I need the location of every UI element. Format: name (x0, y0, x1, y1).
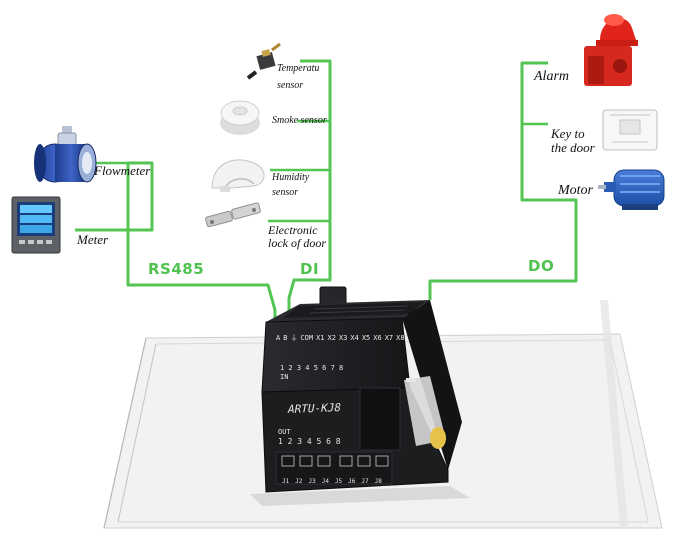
smoke-sensor-icon (220, 100, 260, 135)
di-wire (287, 59, 332, 322)
terminal-label: COM (300, 334, 314, 342)
terminal-label: X8 (396, 334, 405, 342)
out-label: OUT (278, 428, 291, 436)
terminal-label: J6 (348, 478, 356, 485)
humidity-sensor-icon (211, 159, 265, 192)
alarm-icon (584, 14, 638, 86)
meter-label: Meter (77, 232, 109, 247)
bottom-terminal-labels: J1 J2 J3 J4 J5 J6 J7 J8 (282, 478, 388, 485)
meter-icon (11, 196, 61, 254)
door-key-label: Key to the door (551, 126, 595, 155)
electronic-lock-icon (205, 202, 261, 228)
motor-icon (598, 169, 665, 210)
flowmeter-label: Flowmeter (94, 163, 151, 178)
rs485-group-label: RS485 (148, 260, 205, 278)
bottom-terminal-row: J1 J2 J3 J4 J5 J6 J7 J8 (282, 478, 388, 485)
flowmeter-icon (34, 126, 97, 183)
terminal-label: X5 (361, 334, 371, 342)
model-label: ARTU-KJ8 (288, 401, 341, 416)
terminal-label: X4 (350, 334, 359, 342)
alarm-label: Alarm (534, 69, 569, 84)
terminal-label: X2 (327, 334, 336, 342)
terminal-label: B (283, 334, 288, 342)
temperature-sensor-label: Temperatu sensor (277, 63, 320, 91)
door-key-icon (602, 109, 658, 151)
terminal-label: X3 (338, 334, 348, 342)
do-wire (428, 61, 578, 300)
controller-module (250, 286, 470, 506)
terminal-label: J4 (321, 478, 329, 485)
wiring (75, 59, 578, 322)
terminal-label: A (276, 334, 281, 342)
temperature-sensor-icon (246, 42, 281, 80)
in-label: IN (280, 373, 289, 381)
rs485-wire (75, 161, 277, 322)
electronic-lock-label: Electronic lock of door (268, 223, 326, 250)
smoke-sensor-label: Smoke sensor (272, 115, 327, 126)
terminal-label: J8 (374, 478, 382, 485)
do-group-label: DO (528, 257, 555, 275)
terminal-label: J5 (334, 478, 343, 485)
out-numbers: 1 2 3 4 5 6 8 (278, 437, 341, 446)
terminal-label: J7 (361, 478, 369, 485)
di-group-label: DI (300, 260, 320, 278)
terminal-label: J2 (295, 478, 303, 485)
terminal-label: J1 (282, 478, 290, 485)
humidity-sensor-label: Humidity sensor (272, 172, 310, 198)
terminal-label: X7 (384, 334, 394, 342)
in-numbers: 1 2 3 4 5 6 7 8 (280, 364, 344, 372)
terminal-label: X6 (373, 334, 382, 342)
terminal-label: J3 (308, 478, 316, 485)
motor-label: Motor (558, 183, 593, 198)
terminal-label: X1 (316, 334, 325, 342)
terminal-label: ⏚ (290, 334, 298, 342)
